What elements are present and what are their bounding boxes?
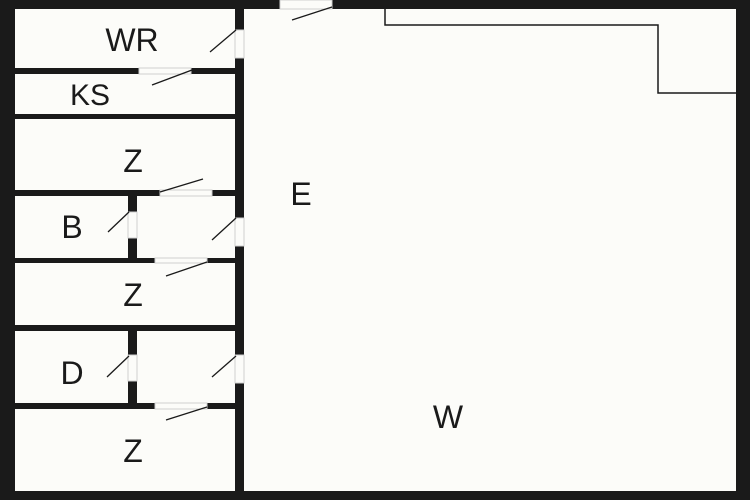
- room-label-w: W: [433, 399, 464, 435]
- door-leaf-top: [291, 6, 333, 21]
- room-label-b: B: [61, 209, 82, 245]
- door-leaf-d: [106, 355, 130, 378]
- room-label-z2: Z: [123, 277, 143, 313]
- door-gap-hall2: [234, 354, 245, 384]
- door-leaf-z2: [165, 261, 208, 277]
- floor-area: [15, 9, 736, 491]
- room-label-d: D: [60, 355, 83, 391]
- wall-d-z3: [15, 403, 235, 409]
- door-leaf-z1: [159, 178, 204, 193]
- room-label-ks: KS: [70, 79, 110, 112]
- door-gap-wr: [234, 29, 245, 59]
- door-gap-z3: [154, 402, 208, 410]
- partition-wall-main: [235, 9, 244, 491]
- door-leaf-b: [107, 211, 130, 233]
- wall-z2-d: [15, 325, 235, 331]
- door-gap-b: [127, 211, 138, 239]
- wall-wr-ks: [15, 68, 235, 74]
- room-label-wr: WR: [105, 22, 158, 58]
- door-leaf-hall2: [211, 355, 237, 378]
- builtin-outline: [384, 9, 736, 94]
- door-leaf-z3: [165, 406, 208, 421]
- door-gap-z1: [159, 189, 213, 197]
- door-leaf-wr: [209, 29, 237, 53]
- wall-ks-z1: [15, 114, 235, 119]
- room-label-z3: Z: [123, 433, 143, 469]
- door-leaf-hall1: [211, 217, 237, 241]
- door-gap-top: [279, 0, 333, 10]
- room-label-e: E: [290, 176, 311, 212]
- wall-z1-b: [15, 190, 235, 196]
- door-leaf-ks: [151, 69, 193, 86]
- door-gap-d: [127, 354, 138, 382]
- door-gap-hall1: [234, 217, 245, 247]
- door-gap-z2: [154, 257, 208, 264]
- room-label-z1: Z: [123, 143, 143, 179]
- wall-b-z2: [15, 258, 235, 263]
